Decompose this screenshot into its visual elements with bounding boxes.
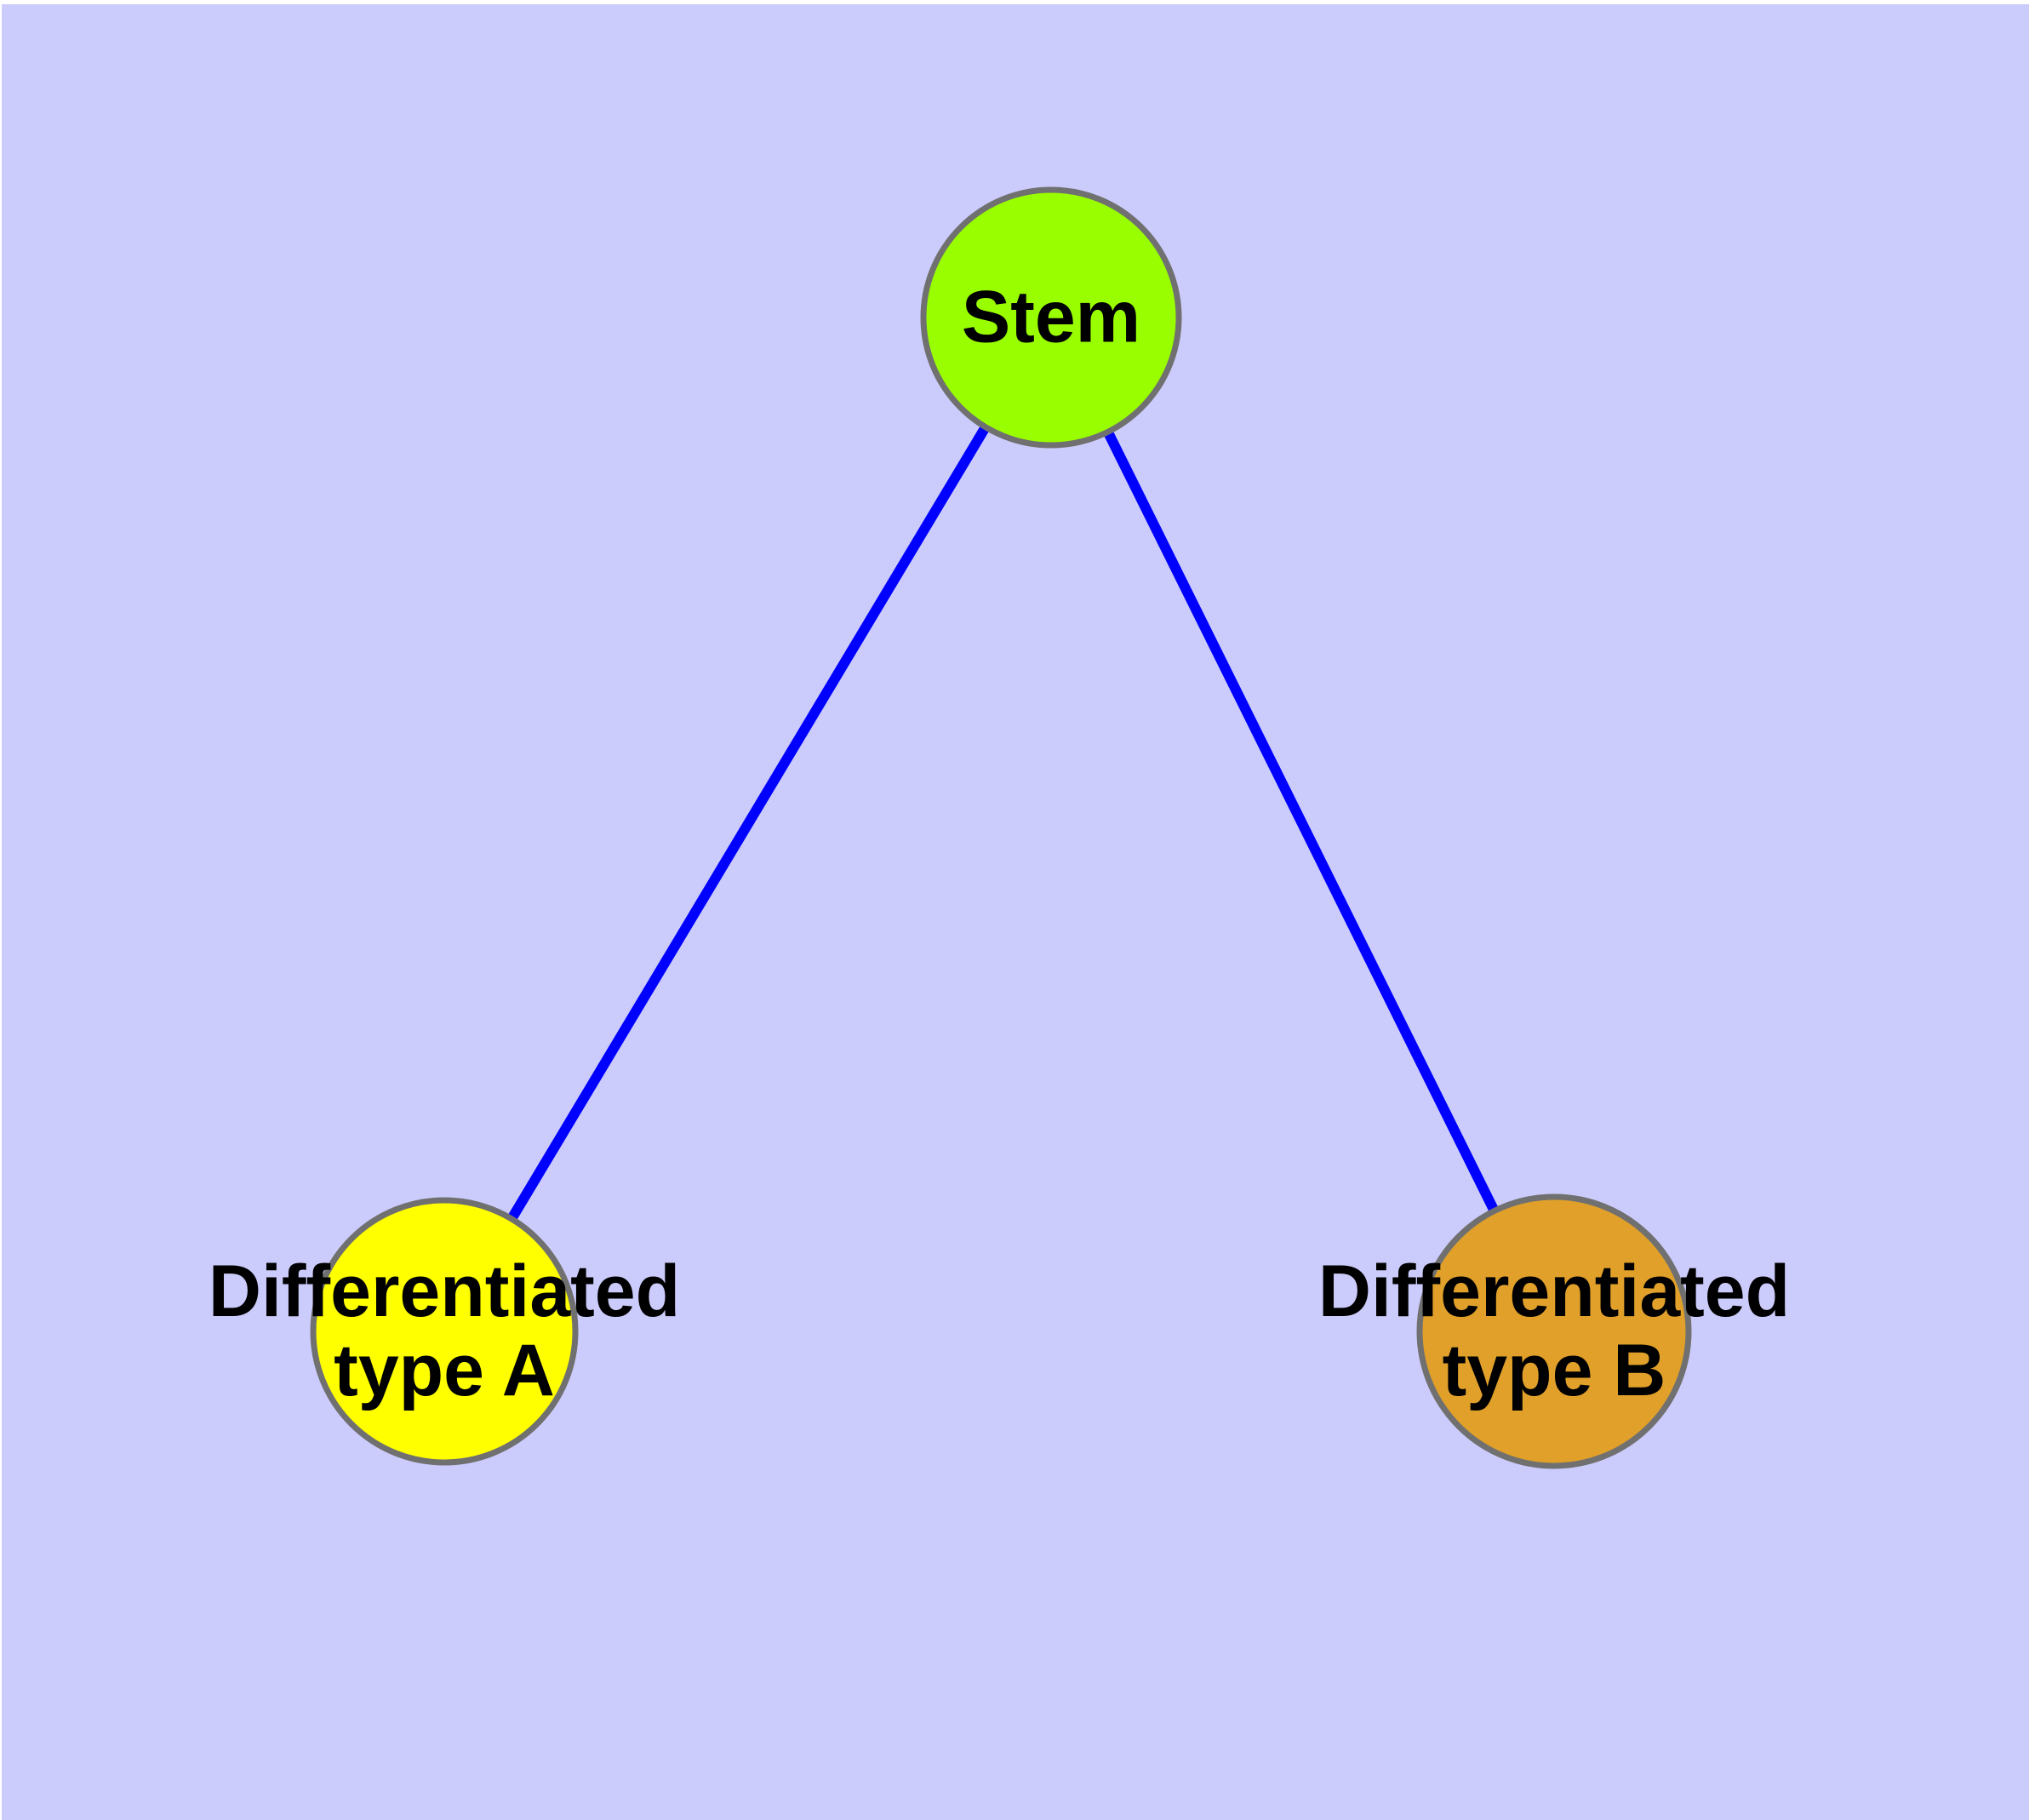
edge-stem-to-diff-b[interactable] (1102, 427, 1500, 1215)
node-layer (310, 186, 1692, 1469)
edge-layer (506, 422, 1500, 1223)
node-diff-b[interactable] (1416, 1193, 1692, 1469)
node-diff-a[interactable] (310, 1197, 579, 1466)
node-stem[interactable] (920, 186, 1182, 449)
edge-stem-to-diff-a[interactable] (506, 422, 992, 1223)
